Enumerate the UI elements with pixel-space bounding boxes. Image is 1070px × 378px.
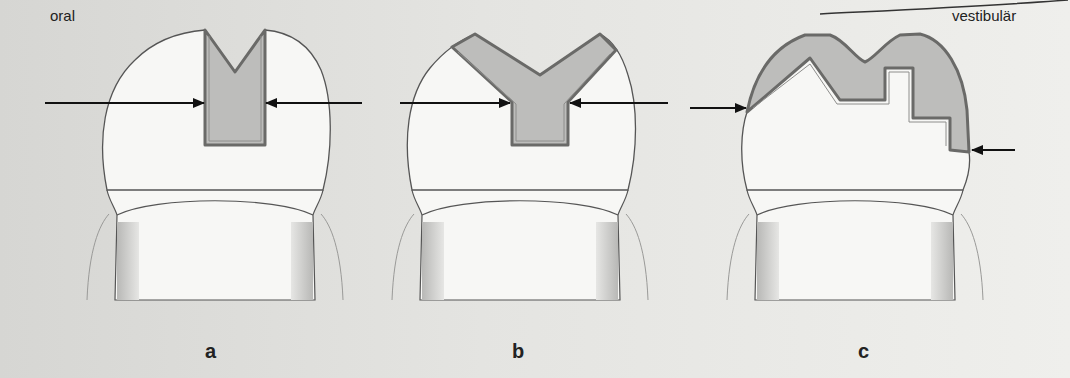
tooth-a [87, 30, 343, 300]
tooth-c [727, 34, 983, 300]
side-label: vestibulär [952, 8, 1016, 25]
figure-letter: b [512, 340, 524, 362]
figure-letter: c [858, 340, 869, 362]
margin-arrows [45, 103, 1015, 150]
figure-letter: a [205, 340, 216, 362]
tooth-b [392, 34, 648, 300]
side-label: oral [50, 8, 75, 25]
